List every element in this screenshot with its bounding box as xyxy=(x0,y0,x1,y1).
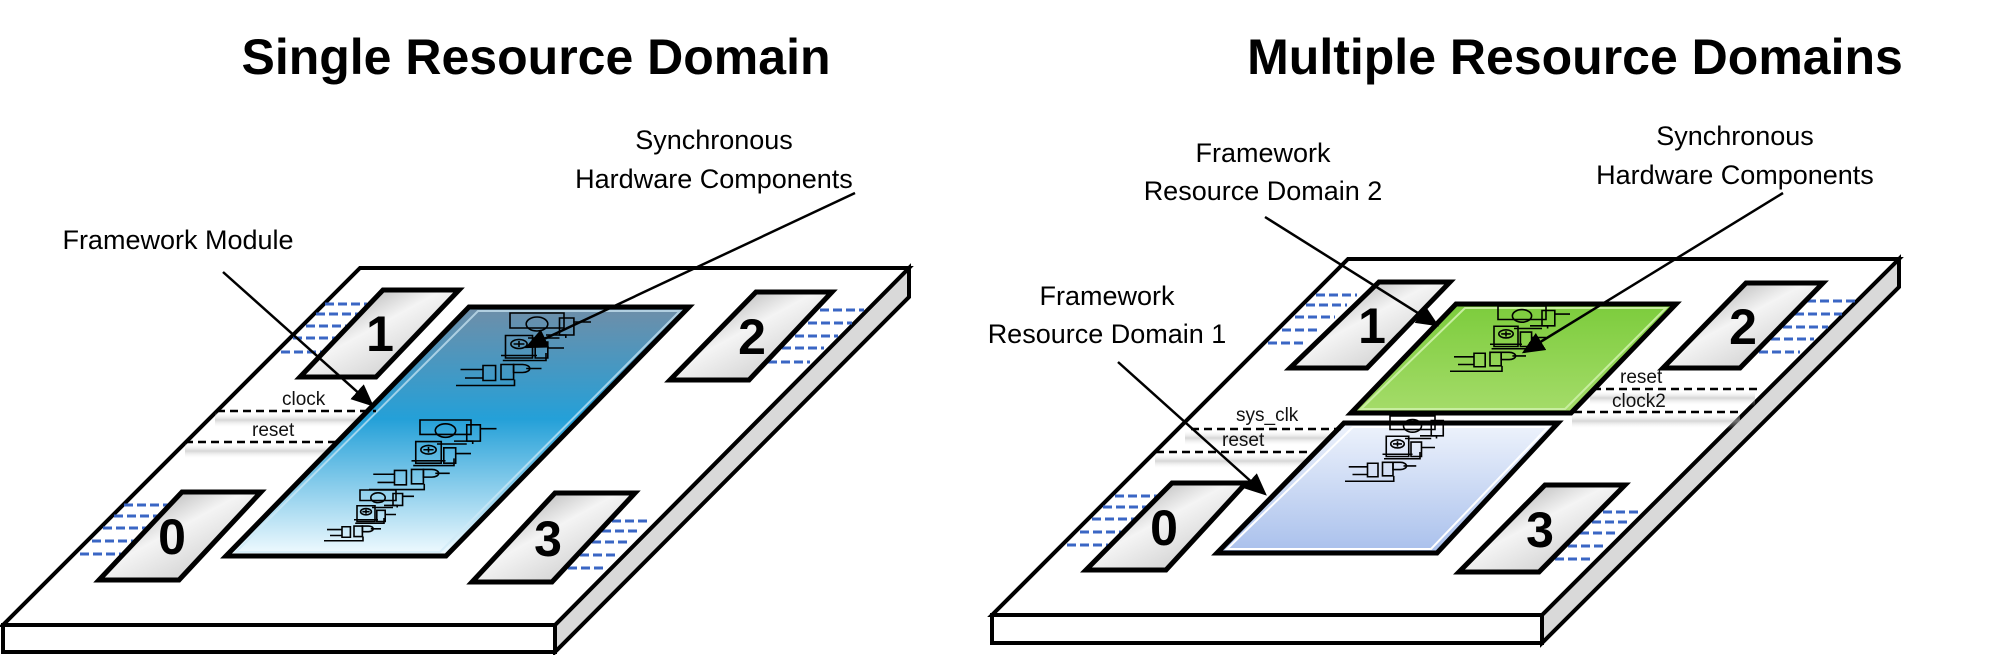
clock-label: clock xyxy=(282,389,326,410)
pad-label: 3 xyxy=(534,511,562,567)
pad-label: 3 xyxy=(1526,502,1554,558)
sync-components-label: Hardware Components xyxy=(575,164,853,194)
pad-label: 2 xyxy=(738,309,766,365)
pad-0: 0 xyxy=(93,489,267,583)
io-lines-left xyxy=(80,302,864,570)
pad-3: 3 xyxy=(466,490,641,585)
pad-label: 0 xyxy=(158,509,186,565)
right-panel: Multiple Resource Domains xyxy=(987,29,1904,648)
framework-module-label: Framework Module xyxy=(62,225,293,255)
left-panel: Single Resource Domain xyxy=(0,29,914,655)
pad-1: 1 xyxy=(1283,279,1456,371)
pad-label: 1 xyxy=(366,306,394,362)
right-panel-title: Multiple Resource Domains xyxy=(1247,29,1903,85)
sync-components-label: Synchronous xyxy=(1656,121,1814,151)
pad-label: 0 xyxy=(1150,500,1178,556)
io-lines-right xyxy=(1067,293,1855,561)
pad-label: 1 xyxy=(1358,298,1386,354)
resource-domain-1-label: Framework xyxy=(1039,281,1175,311)
resource-domain-2-arrow xyxy=(1264,215,1440,327)
pad-0: 0 xyxy=(1080,480,1252,573)
framework-module-arrow xyxy=(222,271,374,407)
sync-components-label: Hardware Components xyxy=(1596,160,1874,190)
resource-domain-1 xyxy=(1211,415,1564,556)
sync-components-arrow xyxy=(1521,191,1784,354)
sys-clk-label: sys_clk xyxy=(1236,405,1299,426)
pad-2: 2 xyxy=(1657,280,1829,371)
pad-2: 2 xyxy=(664,289,838,383)
resource-domain-1-label: Resource Domain 1 xyxy=(988,319,1227,349)
left-panel-title: Single Resource Domain xyxy=(241,29,830,85)
resource-domain-2-label: Resource Domain 2 xyxy=(1144,176,1383,206)
resource-domain-2-label: Framework xyxy=(1195,138,1331,168)
pad-1: 1 xyxy=(294,287,465,380)
clock2-label: clock2 xyxy=(1612,391,1666,412)
framework-module xyxy=(220,304,695,559)
resource-domain-1-arrow xyxy=(1117,361,1267,496)
sync-components-arrow xyxy=(524,191,856,349)
reset-label-right: reset xyxy=(1620,367,1663,388)
pad-label: 2 xyxy=(1729,299,1757,355)
pad-3: 3 xyxy=(1453,482,1631,575)
reset-label: reset xyxy=(252,420,295,441)
sync-components-label: Synchronous xyxy=(635,125,793,155)
reset-label: reset xyxy=(1222,430,1265,451)
